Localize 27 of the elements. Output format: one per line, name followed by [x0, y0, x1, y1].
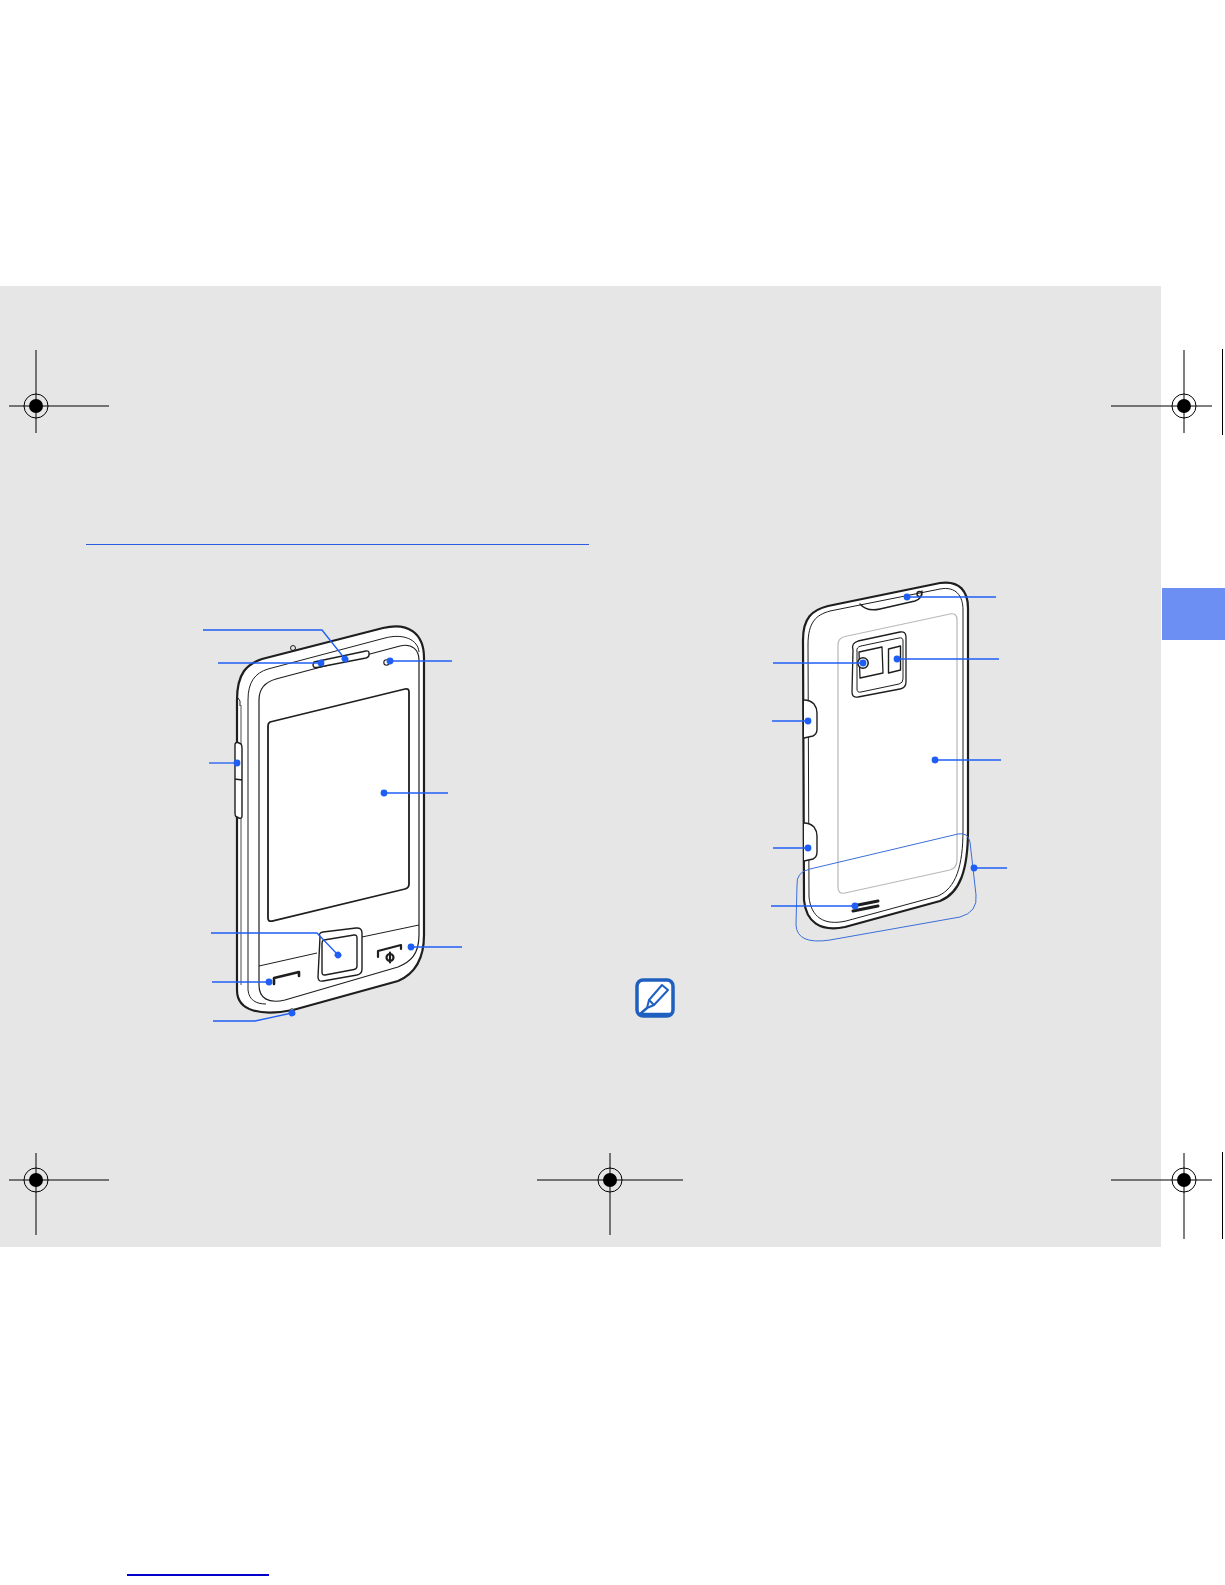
top-slot — [857, 587, 926, 613]
leader-line — [386, 657, 453, 665]
leader-line — [772, 659, 867, 667]
earpiece-slot — [311, 649, 370, 669]
leader-line — [771, 717, 812, 725]
leader-line — [893, 655, 1000, 663]
volume-key — [233, 741, 243, 820]
leader-line — [202, 629, 349, 663]
leader-line — [772, 844, 812, 852]
antenna-area-outline — [794, 830, 979, 943]
leader-line — [217, 659, 325, 667]
speaker-grille — [853, 901, 878, 911]
sensor-hole — [383, 659, 390, 666]
leader-line — [380, 789, 449, 797]
leader-line — [212, 1009, 296, 1022]
leader-line — [970, 864, 1008, 872]
camera-lens — [857, 657, 869, 669]
battery-cover — [836, 611, 959, 896]
navigation-key — [316, 927, 363, 983]
leader-line — [407, 943, 463, 951]
leader-line — [903, 593, 997, 601]
leader-line — [208, 759, 241, 767]
leader-line — [931, 756, 1002, 764]
leader-line — [210, 932, 342, 959]
leader-line — [770, 902, 859, 910]
leader-line — [211, 978, 273, 986]
touch-screen — [267, 687, 410, 923]
